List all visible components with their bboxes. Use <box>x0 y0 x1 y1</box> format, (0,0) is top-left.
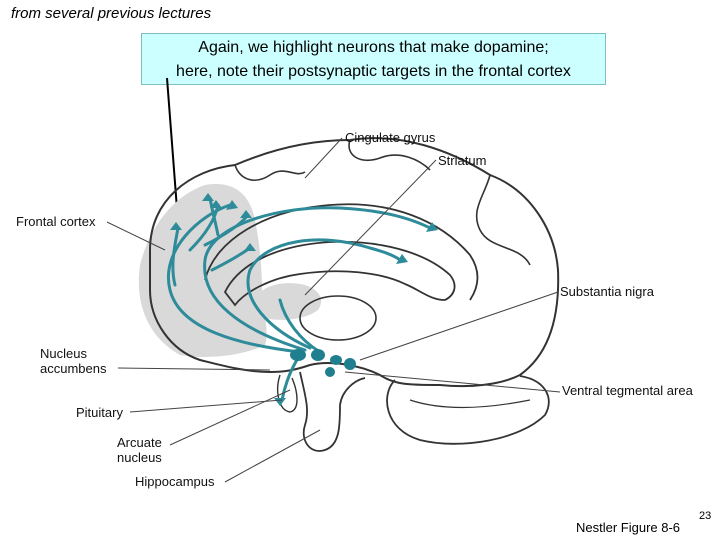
brainstem <box>299 371 366 452</box>
leader-substantia <box>359 291 559 361</box>
label-nucleus-accumbens-1: Nucleus <box>40 346 87 361</box>
label-arcuate-2: nucleus <box>117 450 162 465</box>
label-arcuate-1: Arcuate <box>117 435 162 450</box>
leader-arcuate <box>169 389 291 446</box>
cingulate-contour <box>204 203 479 301</box>
label-frontal-cortex: Frontal cortex <box>16 214 96 229</box>
leader-striatum <box>304 159 437 296</box>
striatum-shading <box>253 283 322 320</box>
callout-box: Again, we highlight neurons that make do… <box>141 33 606 85</box>
mesocortical-pathway <box>167 203 302 354</box>
pointer-line <box>166 77 179 223</box>
gyrus-line-3 <box>475 174 531 266</box>
label-striatum: Striatum <box>438 153 487 168</box>
pituitary <box>277 374 298 413</box>
label-substantia-nigra: Substantia nigra <box>560 284 654 299</box>
label-nucleus-accumbens-2: accumbens <box>40 361 107 376</box>
leader-accumbens <box>117 367 271 371</box>
thalamus <box>299 295 377 341</box>
leader-hippocampus <box>224 429 321 483</box>
branch-1 <box>171 226 180 287</box>
dopamine-cell-bodies <box>290 349 356 377</box>
dopamine-pathways <box>167 196 432 402</box>
callout-line-2: here, note their postsynaptic targets in… <box>176 63 571 80</box>
tuberoinfundibular-pathway <box>280 353 302 402</box>
frontal-cortex-shading <box>138 184 267 357</box>
gyrus-line-2 <box>348 139 431 171</box>
callout-line-1: Again, we highlight neurons that make do… <box>198 39 549 56</box>
page-number: 23 <box>699 510 712 522</box>
branch-2 <box>188 203 220 252</box>
brain-outline <box>149 137 560 388</box>
cerebellum <box>386 375 550 445</box>
label-hippocampus: Hippocampus <box>135 474 215 489</box>
label-ventral-tegmental-area: Ventral tegmental area <box>562 383 693 398</box>
leader-cingulate <box>304 137 343 179</box>
nigrostriatal-pathway <box>278 298 322 354</box>
figure-credit: Nestler Figure 8-6 <box>576 520 681 535</box>
gyrus-line-1 <box>234 164 306 181</box>
leader-pituitary <box>129 399 283 413</box>
leader-frontal <box>106 221 166 251</box>
mesolimbic-pathway-lower <box>246 238 402 350</box>
slide-subtitle: from several previous lectures <box>11 5 212 22</box>
cerebellum-fold <box>409 399 531 409</box>
label-cingulate-gyrus: Cingulate gyrus <box>345 130 436 145</box>
leader-lines <box>106 137 561 483</box>
corpus-callosum-contour <box>223 240 456 307</box>
leader-vta <box>344 371 561 393</box>
label-pituitary: Pituitary <box>76 405 123 420</box>
